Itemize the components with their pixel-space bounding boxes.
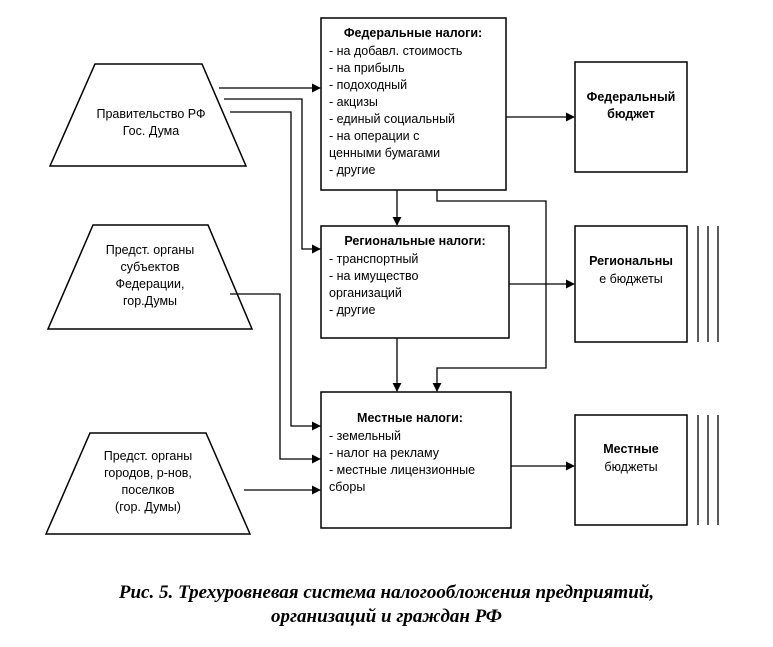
federal-budget-label: Федеральный	[587, 90, 676, 104]
local-budget-box: Местные бюджеты	[574, 414, 719, 526]
regional-tax-item: организаций	[329, 286, 402, 300]
federal-taxes-title: Федеральные налоги:	[344, 26, 482, 40]
federal-budget-frame	[574, 61, 688, 173]
arrow-government-local	[230, 111, 321, 431]
federal-budget-label: бюджет	[607, 107, 655, 121]
federal-taxes-box: Федеральные налоги: - на добавл. стоимос…	[320, 17, 507, 191]
cities-line: Предст. органы	[104, 449, 192, 463]
regional-tax-item: - транспортный	[329, 252, 418, 266]
local-taxes-frame	[320, 391, 512, 529]
government-shape	[48, 63, 248, 167]
federal-budget-box: Федеральный бюджет	[574, 61, 688, 173]
subjects-line: гор.Думы	[123, 294, 177, 308]
local-budget-frame	[574, 414, 688, 526]
subjects-line: субъектов	[121, 260, 180, 274]
federal-tax-item: - на прибыль	[329, 61, 405, 75]
regional-tax-item: - на имущество	[329, 269, 419, 283]
federal-tax-item: ценными бумагами	[329, 146, 440, 160]
regional-tax-item: - другие	[329, 303, 376, 317]
regional-budget-label: е бюджеты	[599, 272, 663, 286]
subjects-line: Федерации,	[116, 277, 185, 291]
local-tax-item: - налог на рекламу	[329, 446, 440, 460]
regional-taxes-title: Региональные налоги:	[344, 234, 485, 248]
local-budget-label: бюджеты	[604, 460, 657, 474]
local-taxes-title: Местные налоги:	[357, 411, 463, 425]
local-taxes-box: Местные налоги: - земельный - налог на р…	[320, 391, 512, 529]
federal-tax-item: - подоходный	[329, 78, 407, 92]
federal-taxes-frame	[320, 17, 507, 191]
government-line: Гос. Дума	[123, 124, 180, 138]
local-tax-item: - местные лицензионные	[329, 463, 475, 477]
regional-budget-label: Региональны	[589, 254, 673, 268]
cities-line: поселков	[121, 483, 174, 497]
tax-system-diagram: Правительство РФ Гос. Дума Предст. орган…	[44, 17, 719, 535]
arrow-government-regional	[224, 98, 321, 254]
cities-line: (гор. Думы)	[115, 500, 181, 514]
figure-caption-line1: Рис. 5. Трехуровневая система налогообло…	[118, 582, 655, 603]
figure-caption-line2: организаций и граждан РФ	[271, 606, 502, 627]
subjects-shape	[46, 224, 254, 330]
federal-tax-item: - на добавл. стоимость	[329, 44, 462, 58]
local-tax-item: сборы	[329, 480, 365, 494]
regional-taxes-box: Региональные налоги: - транспортный - на…	[320, 225, 510, 339]
arrow-subjects-local	[230, 293, 321, 464]
local-tax-item: - земельный	[329, 429, 401, 443]
cities-shape	[44, 432, 252, 535]
regional-budget-frame	[574, 225, 688, 343]
connectors	[219, 83, 575, 495]
federal-tax-item: - единый социальный	[329, 112, 455, 126]
federal-tax-item: - на операции с	[329, 129, 419, 143]
regional-budget-box: Региональны е бюджеты	[574, 225, 719, 343]
cities-line: городов, р-нов,	[104, 466, 192, 480]
source-subjects: Предст. органы субъектов Федерации, гор.…	[46, 224, 254, 330]
source-cities: Предст. органы городов, р-нов, поселков …	[44, 432, 252, 535]
regional-taxes-frame	[320, 225, 510, 339]
federal-tax-item: - другие	[329, 163, 376, 177]
local-budget-label: Местные	[603, 442, 658, 456]
subjects-line: Предст. органы	[106, 243, 194, 257]
source-government: Правительство РФ Гос. Дума	[48, 63, 248, 167]
government-line: Правительство РФ	[96, 107, 205, 121]
federal-tax-item: - акцизы	[329, 95, 378, 109]
